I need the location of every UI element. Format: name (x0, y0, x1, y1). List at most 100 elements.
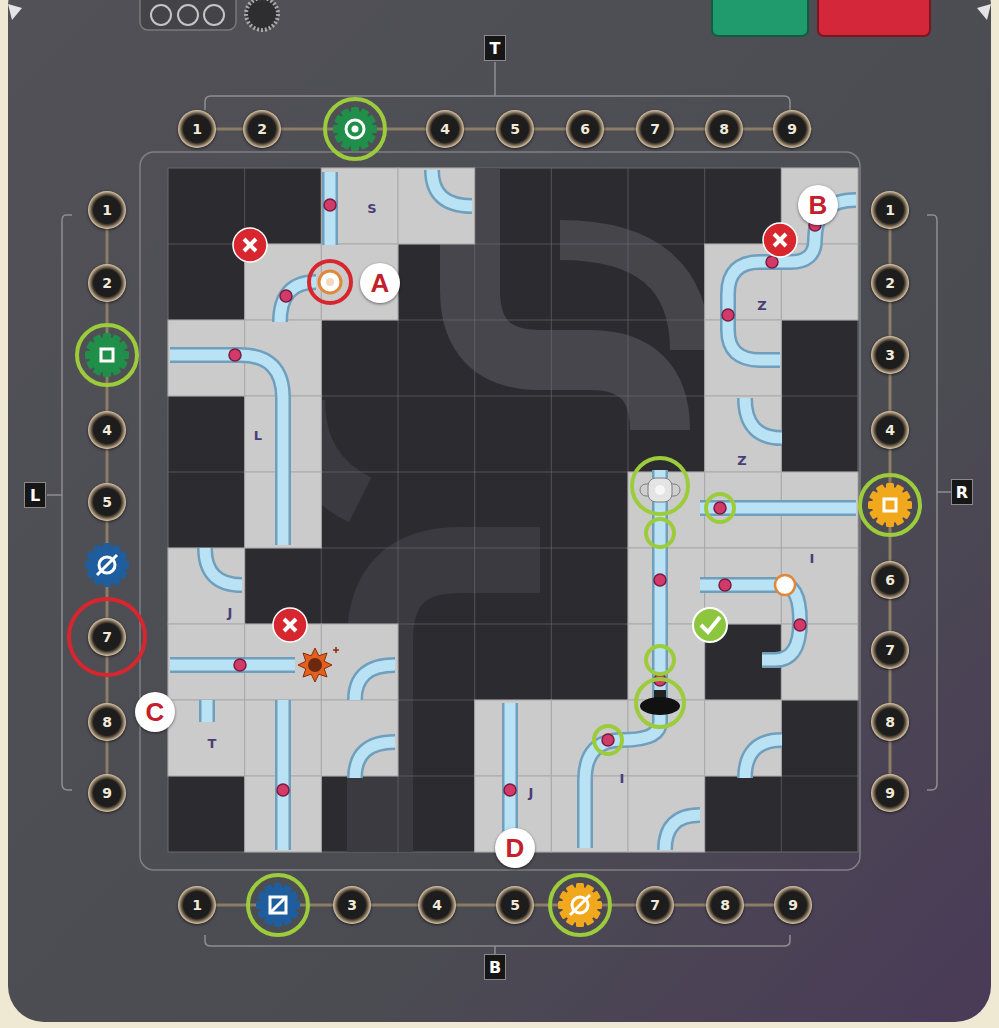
tile-letter: J (228, 605, 233, 620)
pipe (275, 700, 291, 850)
node-text: 5 (510, 897, 520, 913)
node-text: T (490, 39, 501, 58)
green-highlight (550, 875, 610, 935)
port-socket: 1 (178, 886, 216, 924)
valve (640, 697, 680, 715)
flow-ball (504, 784, 516, 796)
pipe (170, 170, 856, 850)
symbol-gear (868, 483, 912, 527)
symbol-gear (346, 120, 364, 138)
explosion-icon (308, 658, 322, 672)
grid-ground (168, 168, 858, 852)
valve (655, 485, 665, 495)
green-highlight (646, 646, 674, 674)
side-tag: L (24, 482, 46, 508)
cross-badge (273, 608, 307, 642)
port-socket: 5 (496, 110, 534, 148)
node-text: 7 (885, 642, 895, 658)
pipe (205, 548, 242, 585)
node-text: 1 (885, 202, 895, 218)
pipe (170, 660, 295, 671)
pipe (585, 625, 660, 848)
top-controls (977, 4, 991, 20)
node-text: 4 (440, 121, 450, 137)
node-text: 5 (102, 494, 112, 510)
flow-ball (229, 349, 241, 361)
tile-letter: S (367, 201, 376, 216)
green-highlight (706, 494, 734, 522)
valve (775, 575, 795, 595)
node-text: 4 (432, 897, 442, 913)
node-text: L (30, 486, 40, 505)
symbol-gear (337, 111, 373, 147)
tile-letter: J (529, 785, 534, 800)
red-highlight (69, 261, 351, 675)
port-socket: 9 (871, 774, 909, 812)
cross-badge (233, 228, 267, 262)
top-controls (8, 0, 991, 36)
frame-lines (205, 62, 790, 110)
node-text: 7 (650, 121, 660, 137)
symbol-gear (558, 883, 602, 927)
top-controls (8, 4, 22, 20)
top-controls (151, 5, 171, 25)
symbol-gear (270, 897, 286, 913)
callout-letter: C (135, 692, 175, 732)
pipe (205, 548, 242, 585)
cross-badge (763, 223, 797, 257)
valve (640, 484, 680, 496)
tile-letter: L (254, 428, 262, 443)
side-tag: B (484, 954, 506, 980)
port-socket: 3 (871, 336, 909, 374)
node-text: 9 (787, 121, 797, 137)
pipe (745, 740, 782, 778)
port-socket: 1 (88, 191, 126, 229)
node-text: B (489, 958, 501, 977)
port-socket: 4 (426, 110, 464, 148)
node-text: 4 (102, 422, 112, 438)
node-text: 2 (102, 275, 112, 291)
frame-lines (107, 129, 890, 905)
callout-letter: D (495, 828, 535, 868)
callout-letter: A (360, 263, 400, 303)
symbol-gear (89, 337, 125, 373)
flow-ball (714, 502, 726, 514)
port-socket: 8 (88, 703, 126, 741)
node-text: 1 (192, 121, 202, 137)
green-highlight (77, 325, 137, 385)
grid-line (168, 168, 858, 852)
flow-ball (794, 619, 806, 631)
node-text: 1 (102, 202, 112, 218)
pipe (355, 742, 395, 778)
flow-ball (280, 290, 292, 302)
port-socket: 6 (871, 561, 909, 599)
symbol-gear (884, 499, 896, 511)
port-socket: 6 (566, 110, 604, 148)
pipe (728, 200, 856, 360)
node-text: 6 (885, 572, 895, 588)
side-tag: R (951, 479, 973, 505)
top-controls (818, 0, 930, 36)
pipe-tile (168, 168, 858, 852)
symbol-gear (101, 349, 113, 361)
pipe (585, 625, 660, 848)
pipe (505, 703, 516, 848)
pipe-tile (321, 168, 398, 244)
pipe (170, 355, 283, 545)
port-socket: 9 (88, 774, 126, 812)
port-socket: 5 (88, 483, 126, 521)
symbol-gear (85, 107, 912, 927)
symbol-gear (85, 543, 129, 587)
flow-ball (229, 199, 821, 796)
pipe-tile (705, 396, 782, 472)
node-text: D (506, 833, 525, 864)
node-text: A (371, 268, 390, 299)
pipe (322, 172, 338, 245)
symbol-gear (270, 897, 286, 913)
port-socket: 1 (871, 191, 909, 229)
port-socket: 1 (178, 110, 216, 148)
symbol-gear (256, 883, 300, 927)
port-socket: 9 (773, 110, 811, 148)
node-text: 8 (102, 714, 112, 730)
